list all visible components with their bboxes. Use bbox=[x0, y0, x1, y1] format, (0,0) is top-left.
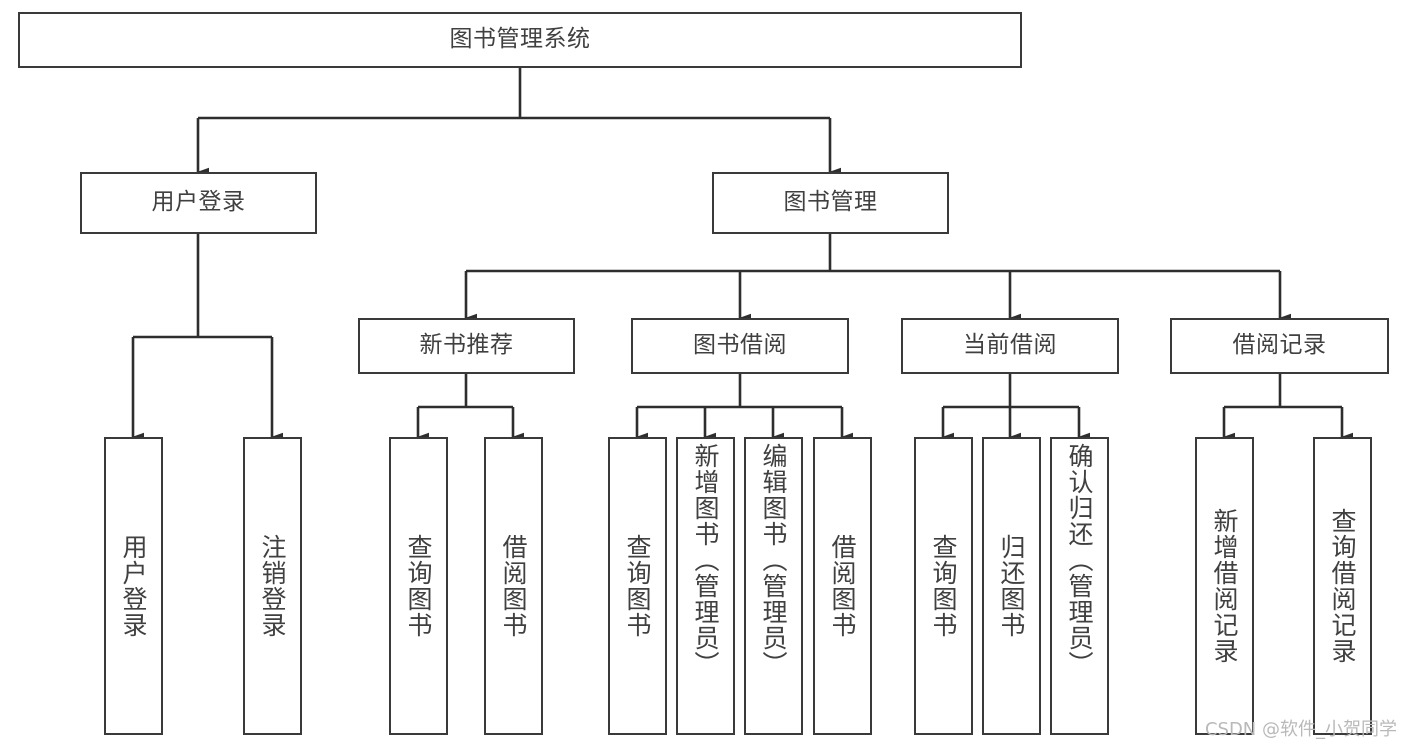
node-label: 新增借阅记录 bbox=[1210, 508, 1239, 664]
node-current-borrow[interactable]: 当前借阅 bbox=[901, 318, 1119, 374]
node-leaf-edit-book-admin[interactable]: 编辑图书（管理员） bbox=[744, 437, 803, 735]
node-leaf-borrow-book-recommend[interactable]: 借阅图书 bbox=[484, 437, 543, 735]
node-label: 编辑图书（管理员） bbox=[759, 443, 788, 677]
node-label: 用户登录 bbox=[151, 189, 246, 216]
node-label: 查询借阅记录 bbox=[1328, 508, 1357, 664]
node-label: 借阅记录 bbox=[1232, 332, 1327, 359]
node-label: 图书管理系统 bbox=[449, 26, 591, 53]
node-label: 图书借阅 bbox=[693, 332, 787, 359]
node-label: 查询图书 bbox=[929, 534, 958, 638]
node-label: 确认归还（管理员） bbox=[1065, 443, 1094, 677]
node-label: 注销登录 bbox=[258, 534, 287, 638]
node-leaf-confirm-return-admin[interactable]: 确认归还（管理员） bbox=[1050, 437, 1109, 735]
node-label: 当前借阅 bbox=[963, 332, 1057, 359]
node-label: 新增图书（管理员） bbox=[691, 443, 720, 677]
node-label: 查询图书 bbox=[404, 534, 433, 638]
node-leaf-logout[interactable]: 注销登录 bbox=[243, 437, 302, 735]
node-user-login[interactable]: 用户登录 bbox=[80, 172, 317, 234]
node-label: 新书推荐 bbox=[419, 332, 514, 359]
node-label: 借阅图书 bbox=[828, 534, 857, 638]
node-leaf-query-borrow-record[interactable]: 查询借阅记录 bbox=[1313, 437, 1372, 735]
node-label: 用户登录 bbox=[119, 534, 148, 638]
node-book-management[interactable]: 图书管理 bbox=[712, 172, 949, 234]
node-book-borrow[interactable]: 图书借阅 bbox=[631, 318, 849, 374]
node-leaf-borrow-book[interactable]: 借阅图书 bbox=[813, 437, 872, 735]
node-new-book-recommend[interactable]: 新书推荐 bbox=[358, 318, 575, 374]
node-borrow-record[interactable]: 借阅记录 bbox=[1170, 318, 1389, 374]
node-root-book-management-system[interactable]: 图书管理系统 bbox=[18, 12, 1022, 68]
csdn-watermark: CSDN @软件_小贺同学 bbox=[1204, 719, 1397, 740]
node-label: 查询图书 bbox=[623, 534, 652, 638]
node-leaf-return-book[interactable]: 归还图书 bbox=[982, 437, 1041, 735]
node-leaf-query-book-recommend[interactable]: 查询图书 bbox=[389, 437, 448, 735]
node-leaf-query-book-borrow[interactable]: 查询图书 bbox=[608, 437, 667, 735]
node-label: 图书管理 bbox=[783, 189, 878, 216]
node-leaf-query-book-current[interactable]: 查询图书 bbox=[914, 437, 973, 735]
node-label: 归还图书 bbox=[997, 534, 1026, 638]
node-leaf-add-book-admin[interactable]: 新增图书（管理员） bbox=[676, 437, 735, 735]
node-label: 借阅图书 bbox=[499, 534, 528, 638]
node-leaf-user-login[interactable]: 用户登录 bbox=[104, 437, 163, 735]
node-leaf-add-borrow-record[interactable]: 新增借阅记录 bbox=[1195, 437, 1254, 735]
